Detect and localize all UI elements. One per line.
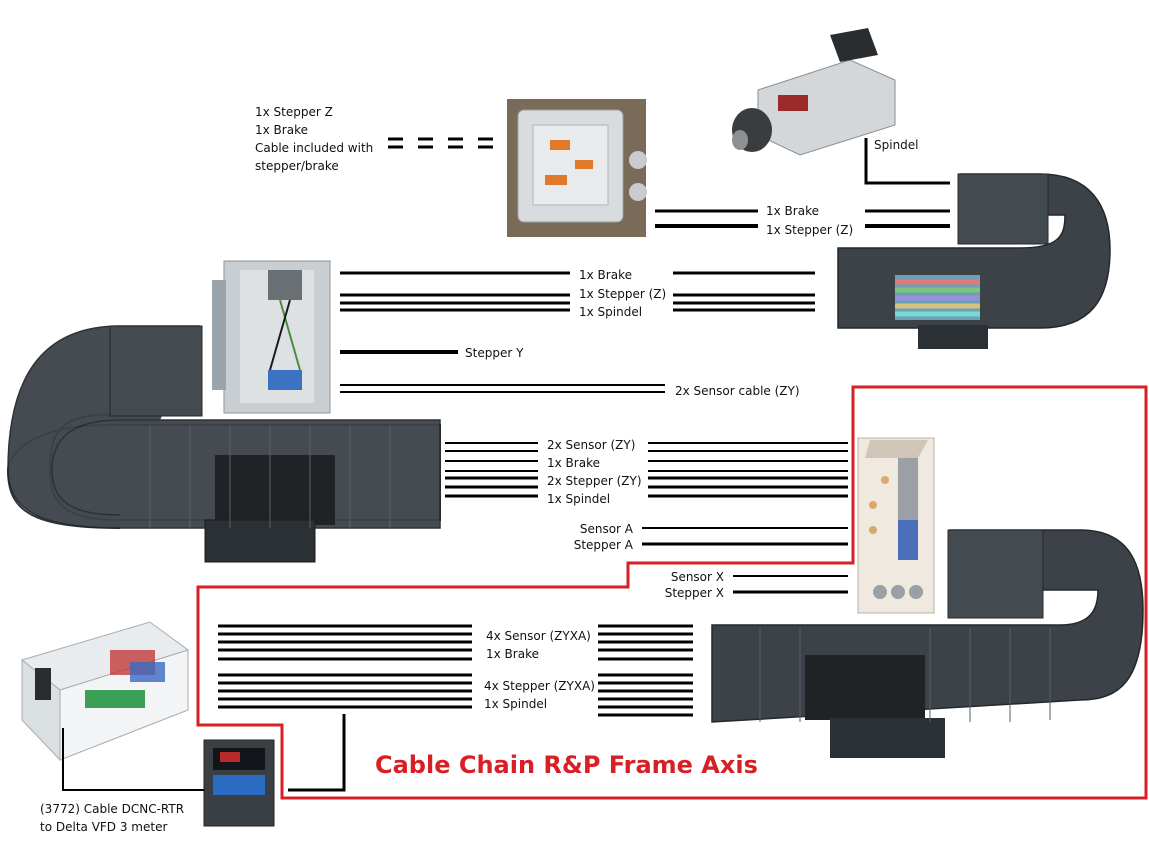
label-stepper-y: Stepper Y xyxy=(465,346,524,360)
label-sensor-a: Sensor A xyxy=(580,522,634,536)
label-sensor-zyxa: 4x Sensor (ZYXA) xyxy=(486,629,591,643)
vfd-drive-icon xyxy=(203,739,275,827)
label-sensor-x: Sensor X xyxy=(671,570,724,584)
label-stepper-brake: stepper/brake xyxy=(255,159,339,173)
label-spindel: 1x Spindel xyxy=(579,305,642,319)
cable-note-labels: (3772) Cable DCNC-RTR to Delta VFD 3 met… xyxy=(40,802,184,834)
cable-chain-left xyxy=(6,325,441,563)
label-stepper-z: 1x Stepper Z xyxy=(255,105,333,119)
spindle-motor-icon xyxy=(732,28,896,156)
label-brake: 1x Brake xyxy=(579,268,632,282)
label-sensor-cable: 2x Sensor cable (ZY) xyxy=(675,384,800,398)
label-spindel: Spindel xyxy=(874,138,919,152)
label-stepper-x: Stepper X xyxy=(665,586,724,600)
label-spindel: 1x Spindel xyxy=(547,492,610,506)
main-group-labels: 4x Sensor (ZYXA) 1x Brake 4x Stepper (ZY… xyxy=(484,629,595,711)
z-group-labels: 1x Stepper Z 1x Brake Cable included wit… xyxy=(255,105,373,173)
y-lower-labels: 2x Sensor (ZY) 1x Brake 2x Stepper (ZY) … xyxy=(547,438,642,506)
controller-box-icon xyxy=(20,621,190,762)
label-cable-dcnc: (3772) Cable DCNC-RTR xyxy=(40,802,184,816)
label-brake: 1x Brake xyxy=(547,456,600,470)
junction-top-labels: 1x Brake 1x Stepper (Z) xyxy=(766,204,853,237)
terminal-cabinet-icon xyxy=(857,437,935,614)
a-axis-labels: Sensor A Stepper A xyxy=(574,522,634,552)
label-cable-included: Cable included with xyxy=(255,141,373,155)
label-stepper-zy: 2x Stepper (ZY) xyxy=(547,474,642,488)
label-sensor-zy: 2x Sensor (ZY) xyxy=(547,438,635,452)
diagram-title: Cable Chain R&P Frame Axis xyxy=(375,751,758,779)
label-brake: 1x Brake xyxy=(766,204,819,218)
label-spindel: 1x Spindel xyxy=(484,697,547,711)
label-brake: 1x Brake xyxy=(255,123,308,137)
cable-chain-top-right xyxy=(837,173,1111,349)
label-stepper-z: 1x Stepper (Z) xyxy=(766,223,853,237)
label-stepper-a: Stepper A xyxy=(574,538,634,552)
label-stepper-z: 1x Stepper (Z) xyxy=(579,287,666,301)
y-upper-labels: 1x Brake 1x Stepper (Z) 1x Spindel xyxy=(579,268,666,319)
label-brake: 1x Brake xyxy=(486,647,539,661)
label-delta-vfd: to Delta VFD 3 meter xyxy=(40,820,167,834)
frame-axis-outline xyxy=(196,385,1148,800)
label-stepper-zyxa: 4x Stepper (ZYXA) xyxy=(484,679,595,693)
cable-lines xyxy=(62,137,950,792)
cable-chain-bottom-right xyxy=(711,529,1144,758)
x-axis-labels: Sensor X Stepper X xyxy=(665,570,724,600)
junction-box-icon xyxy=(507,99,647,237)
electrical-cabinet-icon xyxy=(212,260,331,414)
